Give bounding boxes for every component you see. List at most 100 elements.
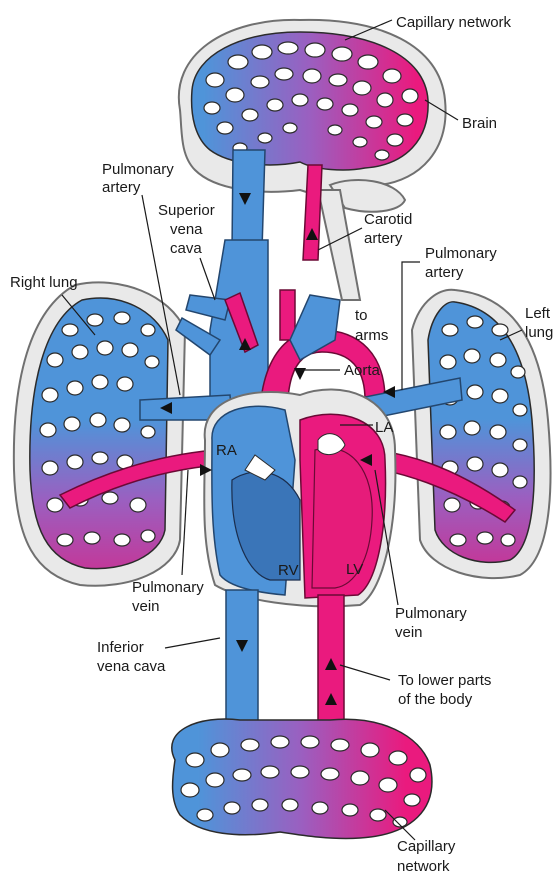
capillary-lobule	[204, 102, 220, 114]
capillary-lobule	[224, 802, 240, 814]
capillary-lobule	[211, 743, 229, 757]
capillary-lobule	[90, 413, 106, 427]
capillary-lobule	[228, 55, 248, 69]
capillary-lobule	[492, 389, 508, 403]
capillary-lobule	[450, 534, 466, 546]
capillary-lobule	[292, 94, 308, 106]
capillary-lobule	[366, 116, 382, 128]
capillary-lobule	[353, 81, 371, 95]
capillary-lobule	[242, 109, 258, 121]
capillary-lobule	[186, 753, 204, 767]
capillary-lobule	[467, 316, 483, 328]
label-capillary-network-bottom: Capillary	[397, 838, 456, 855]
svg-text:artery: artery	[425, 264, 464, 281]
label-to-lower-parts: To lower parts	[398, 672, 491, 689]
capillary-lobule	[291, 766, 309, 778]
capillary-lobule	[383, 69, 401, 83]
capillary-lobule	[145, 356, 159, 368]
svg-text:vena cava: vena cava	[97, 658, 166, 675]
capillary-lobule	[217, 122, 233, 134]
capillary-lobule	[141, 426, 155, 438]
capillary-lobule	[377, 93, 393, 107]
capillary-lobule	[513, 476, 527, 488]
capillary-lobule	[241, 739, 259, 751]
capillary-lobule	[141, 324, 155, 336]
capillary-lobule	[440, 425, 456, 439]
svg-text:artery: artery	[364, 230, 403, 247]
capillary-lobule	[375, 150, 389, 160]
capillary-lobule	[226, 88, 244, 102]
capillary-lobule	[397, 114, 413, 126]
capillary-lobule	[353, 137, 367, 147]
capillary-lobule	[64, 417, 80, 431]
label-rv: RV	[278, 562, 299, 579]
capillary-lobule	[87, 314, 103, 326]
label-la: LA	[375, 419, 393, 436]
capillary-lobule	[511, 366, 525, 378]
capillary-lobule	[275, 68, 293, 80]
capillary-lobule	[251, 76, 269, 88]
capillary-network-top	[192, 32, 429, 170]
label-ra: RA	[216, 442, 237, 459]
capillary-lobule	[389, 751, 407, 765]
capillary-lobule	[379, 778, 397, 792]
capillary-lobule	[440, 355, 456, 369]
capillary-lobule	[410, 768, 426, 782]
svg-text:artery: artery	[102, 179, 141, 196]
capillary-lobule	[102, 492, 118, 504]
capillary-lobule	[261, 766, 279, 778]
capillary-lobule	[342, 104, 358, 116]
capillary-lobule	[301, 736, 319, 748]
capillary-lobule	[477, 532, 493, 544]
capillary-lobule	[42, 461, 58, 475]
heart	[204, 390, 395, 607]
capillary-lobule	[305, 43, 325, 57]
capillary-lobule	[252, 799, 268, 811]
capillary-lobule	[92, 375, 108, 389]
svg-text:vein: vein	[132, 598, 160, 615]
capillary-lobule	[67, 455, 83, 469]
capillary-lobule	[358, 55, 378, 69]
capillary-lobule	[47, 353, 63, 367]
capillary-lobule	[42, 388, 58, 402]
label-lv: LV	[346, 561, 363, 578]
capillary-lobule	[40, 423, 56, 437]
capillary-lobule	[464, 349, 480, 363]
capillary-lobule	[442, 324, 458, 336]
label-to-arms: to	[355, 307, 368, 324]
capillary-lobule	[331, 739, 349, 751]
label-pulmonary-vein-left: Pulmonary	[132, 579, 204, 596]
svg-text:vein: vein	[395, 624, 423, 641]
capillary-lobule	[252, 45, 272, 59]
label-capillary-network-top: Capillary network	[396, 14, 512, 31]
capillary-lobule	[282, 799, 298, 811]
capillary-lobule	[492, 463, 508, 477]
capillary-lobule	[513, 439, 527, 451]
capillary-lobule	[361, 743, 379, 757]
capillary-lobule	[501, 534, 515, 546]
label-pulmonary-artery-left: Pulmonary	[102, 161, 174, 178]
label-inferior-vena-cava: Inferior	[97, 639, 144, 656]
capillary-lobule	[267, 99, 283, 111]
svg-text:cava: cava	[170, 240, 202, 257]
capillary-lobule	[329, 74, 347, 86]
capillary-lobule	[141, 530, 155, 542]
capillary-lobule	[97, 341, 113, 355]
capillary-lobule	[67, 381, 83, 395]
capillary-lobule	[114, 418, 130, 432]
capillary-lobule	[321, 768, 339, 780]
label-aorta: Aorta	[344, 362, 381, 379]
svg-text:vena: vena	[170, 221, 203, 238]
label-superior-vena-cava: Superior	[158, 202, 215, 219]
capillary-lobule	[444, 498, 460, 512]
svg-text:lung: lung	[525, 324, 553, 341]
capillary-lobule	[114, 312, 130, 324]
label-left-lung: Left	[525, 305, 551, 322]
capillary-lobule	[332, 47, 352, 61]
capillary-lobule	[258, 133, 272, 143]
capillary-lobule	[233, 769, 251, 781]
capillary-lobule	[278, 42, 298, 54]
capillary-lobule	[467, 385, 483, 399]
capillary-lobule	[402, 89, 418, 103]
